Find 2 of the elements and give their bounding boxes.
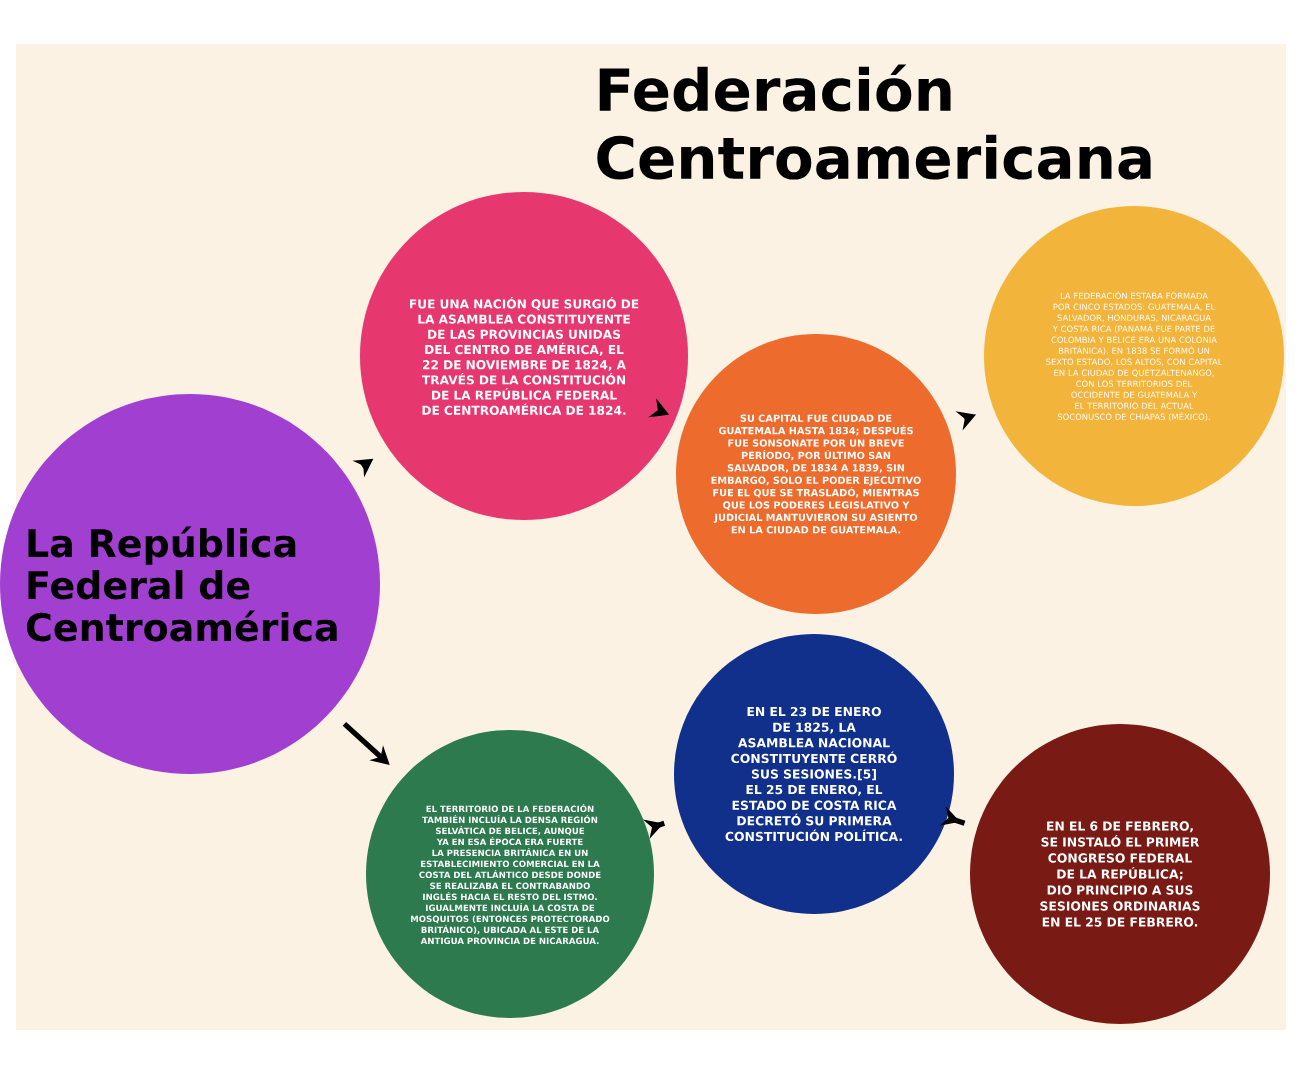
- circle-node: La República Federal de Centroamérica: [0, 394, 380, 774]
- title: Federación Centroamericana: [597, 64, 1151, 180]
